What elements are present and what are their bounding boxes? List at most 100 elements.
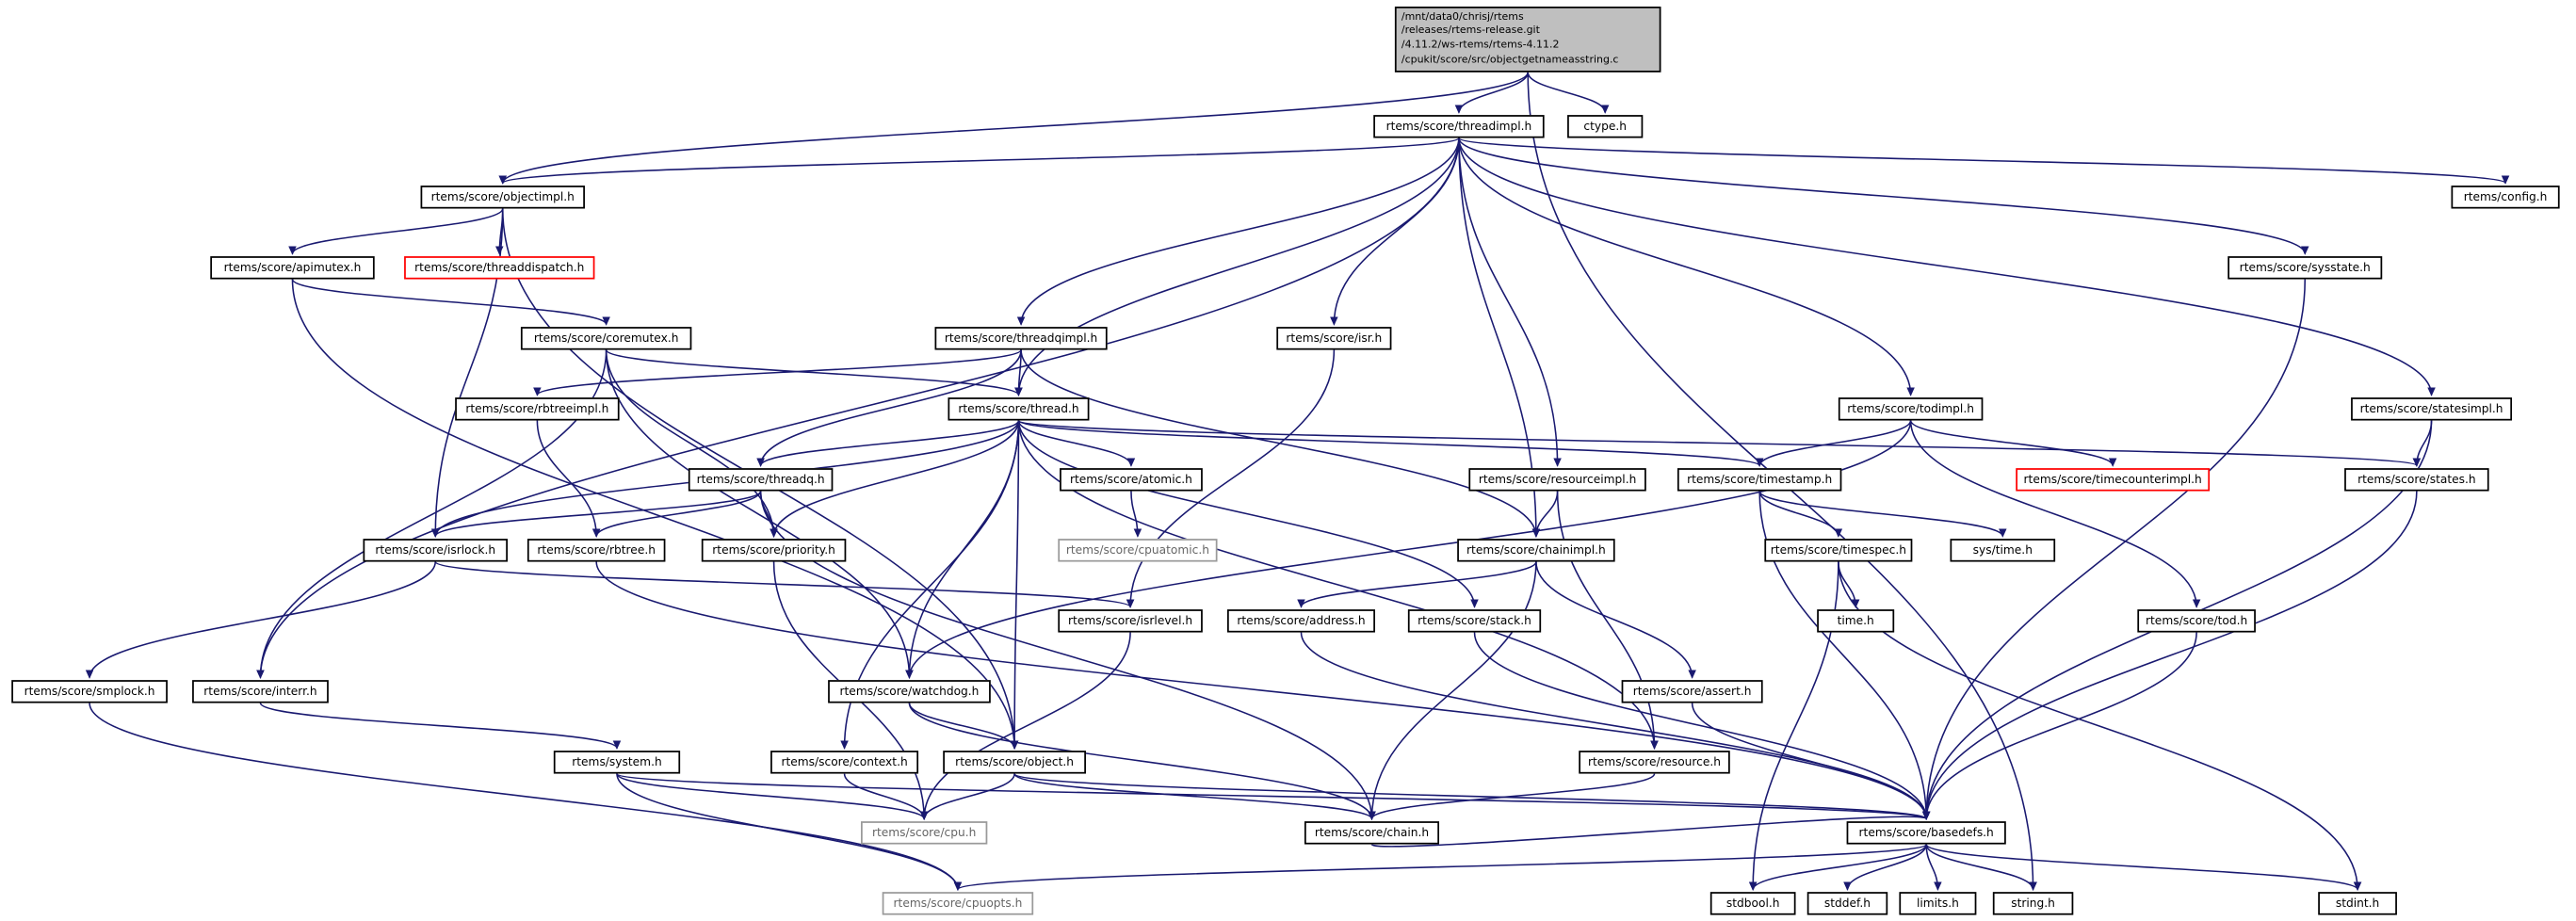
- graph-node-assert[interactable]: rtems/score/assert.h: [1621, 680, 1763, 703]
- edge-threadq-to-priority: [759, 491, 778, 538]
- graph-node-isrlevel[interactable]: rtems/score/isrlevel.h: [1058, 609, 1203, 633]
- edge-states-to-basedefs: [1921, 491, 2418, 820]
- graph-node-address[interactable]: rtems/score/address.h: [1226, 609, 1375, 633]
- edge-thread-to-object: [1010, 420, 1020, 750]
- graph-node-resource[interactable]: rtems/score/resource.h: [1579, 751, 1730, 774]
- edge-thread-to-watchdog: [905, 420, 1020, 679]
- graph-node-isr[interactable]: rtems/score/isr.h: [1276, 327, 1392, 350]
- edge-thread-to-atomic: [1017, 420, 1136, 467]
- edge-sysstate-to-basedefs: [1921, 279, 2307, 820]
- graph-node-stack[interactable]: rtems/score/stack.h: [1407, 609, 1542, 633]
- graph-node-stddef[interactable]: stddef.h: [1806, 892, 1888, 915]
- edge-resource-to-chain: [1368, 773, 1656, 820]
- graph-node-label: rtems/score/cpuopts.h: [893, 896, 1023, 910]
- edge-basedefs-to-limits: [1925, 844, 1942, 891]
- edge-objectimpl-to-threaddispatch: [495, 208, 504, 255]
- edge-stack-to-basedefs: [1473, 632, 1931, 820]
- graph-node-timespec[interactable]: rtems/score/timespec.h: [1764, 539, 1913, 562]
- edge-threadqimpl-to-thread: [1014, 349, 1023, 396]
- graph-node-label: /cpukit/score/src/objectgetnameasstring.…: [1401, 54, 1619, 66]
- edge-isrlock-to-smplock: [85, 561, 437, 679]
- edge-thread-to-resource: [1017, 420, 1659, 750]
- graph-node-label: stddef.h: [1823, 896, 1871, 910]
- graph-node-cpu[interactable]: rtems/score/cpu.h: [861, 821, 988, 845]
- graph-node-priority[interactable]: rtems/score/priority.h: [701, 539, 847, 562]
- graph-node-isrlock[interactable]: rtems/score/isrlock.h: [363, 539, 508, 562]
- graph-node-threaddispatch[interactable]: rtems/score/threaddispatch.h: [404, 256, 595, 280]
- edge-chainimpl-to-address: [1297, 561, 1537, 608]
- graph-node-systime[interactable]: sys/time.h: [1950, 539, 2056, 562]
- graph-node-threadqimpl[interactable]: rtems/score/threadqimpl.h: [934, 327, 1108, 350]
- graph-node-smplock[interactable]: rtems/score/smplock.h: [11, 680, 168, 703]
- graph-node-label: rtems/score/stack.h: [1418, 613, 1531, 627]
- graph-node-label: rtems/score/isr.h: [1286, 331, 1383, 345]
- graph-node-atomic[interactable]: rtems/score/atomic.h: [1060, 468, 1203, 492]
- graph-node-ctype[interactable]: ctype.h: [1567, 115, 1644, 138]
- edge-object-to-basedefs: [1013, 772, 1931, 820]
- edge-threadimpl-to-sysstate: [1458, 137, 2309, 255]
- graph-node-cpuatomic[interactable]: rtems/score/cpuatomic.h: [1058, 539, 1218, 562]
- edge-atomic-to-cpuatomic: [1130, 491, 1142, 538]
- edge-basedefs-to-string: [1925, 844, 2037, 891]
- graph-node-label: rtems/score/cpu.h: [871, 825, 977, 839]
- edge-apimutex-to-coremutex: [291, 278, 610, 326]
- edge-threadimpl-to-interr: [256, 137, 1460, 679]
- graph-node-label: rtems/score/isrlevel.h: [1068, 613, 1193, 627]
- edge-smplock-to-cpuopts: [89, 703, 963, 891]
- graph-node-tod[interactable]: rtems/score/tod.h: [2137, 609, 2256, 633]
- graph-node-timecounterimpl[interactable]: rtems/score/timecounterimpl.h: [2016, 468, 2211, 492]
- graph-node-chain[interactable]: rtems/score/chain.h: [1304, 821, 1440, 845]
- graph-node-label: rtems/score/timecounterimpl.h: [2023, 472, 2202, 486]
- graph-node-objectimpl[interactable]: rtems/score/objectimpl.h: [420, 186, 585, 209]
- graph-node-string[interactable]: string.h: [1992, 892, 2074, 915]
- graph-node-limits[interactable]: limits.h: [1899, 892, 1977, 915]
- graph-node-states[interactable]: rtems/score/states.h: [2344, 468, 2489, 492]
- edge-threadimpl-to-resourceimpl: [1458, 137, 1562, 467]
- graph-node-chainimpl[interactable]: rtems/score/chainimpl.h: [1457, 539, 1615, 562]
- edge-watchdog-to-object: [908, 703, 1019, 750]
- graph-node-statesimpl[interactable]: rtems/score/statesimpl.h: [2351, 397, 2513, 421]
- graph-node-label: rtems/score/threadqimpl.h: [944, 331, 1098, 345]
- graph-node-coremutex[interactable]: rtems/score/coremutex.h: [520, 327, 692, 350]
- graph-node-interr[interactable]: rtems/score/interr.h: [192, 680, 329, 703]
- edge-thread-to-threadq: [756, 420, 1020, 467]
- graph-node-stdbool[interactable]: stdbool.h: [1709, 892, 1796, 915]
- graph-node-label: rtems/score/isrlock.h: [375, 542, 496, 557]
- edge-todimpl-to-watchdog: [905, 420, 1912, 679]
- graph-node-stdint[interactable]: stdint.h: [2318, 892, 2397, 915]
- edge-todimpl-to-timestamp: [1755, 420, 1912, 467]
- graph-node-object[interactable]: rtems/score/object.h: [943, 751, 1086, 774]
- graph-node-cpuopts[interactable]: rtems/score/cpuopts.h: [882, 892, 1034, 915]
- graph-node-rbtree[interactable]: rtems/score/rbtree.h: [527, 539, 666, 562]
- graph-node-system[interactable]: rtems/system.h: [553, 751, 681, 774]
- edge-isr-to-isrlevel: [1126, 349, 1336, 608]
- graph-node-rbtreeimpl[interactable]: rtems/score/rbtreeimpl.h: [455, 397, 620, 421]
- graph-node-label: rtems/score/assert.h: [1632, 684, 1752, 698]
- graph-node-sysstate[interactable]: rtems/score/sysstate.h: [2228, 256, 2383, 280]
- edge-threadqimpl-to-threadq: [756, 349, 1022, 467]
- graph-node-apimutex[interactable]: rtems/score/apimutex.h: [210, 256, 375, 280]
- edge-resourceimpl-to-resource: [1556, 491, 1659, 750]
- edge-assert-to-basedefs: [1691, 703, 1931, 820]
- graph-node-config[interactable]: rtems/config.h: [2451, 186, 2560, 209]
- edge-thread-to-timestamp: [1017, 419, 1764, 467]
- graph-node-todimpl[interactable]: rtems/score/todimpl.h: [1838, 397, 1984, 421]
- edge-interr-to-system: [259, 702, 622, 750]
- graph-node-threadimpl[interactable]: rtems/score/threadimpl.h: [1373, 115, 1545, 138]
- graph-node-threadq[interactable]: rtems/score/threadq.h: [688, 468, 834, 492]
- edge-chainimpl-to-assert: [1535, 561, 1696, 679]
- graph-node-timestamp[interactable]: rtems/score/timestamp.h: [1677, 468, 1842, 492]
- graph-node-basedefs[interactable]: rtems/score/basedefs.h: [1846, 821, 2006, 845]
- edge-basedefs-to-cpuopts: [954, 843, 1927, 891]
- graph-node-label: rtems/score/todimpl.h: [1847, 401, 1974, 415]
- graph-node-resourceimpl[interactable]: rtems/score/resourceimpl.h: [1468, 468, 1646, 492]
- graph-node-label: rtems/score/basedefs.h: [1858, 825, 1994, 839]
- graph-node-context[interactable]: rtems/score/context.h: [770, 751, 919, 774]
- edge-threadimpl-to-thread: [1014, 137, 1460, 396]
- graph-node-time[interactable]: time.h: [1817, 609, 1895, 633]
- graph-node-thread[interactable]: rtems/score/thread.h: [948, 397, 1090, 421]
- graph-node-watchdog[interactable]: rtems/score/watchdog.h: [828, 680, 991, 703]
- graph-node-label: rtems/score/rbtreeimpl.h: [465, 401, 609, 415]
